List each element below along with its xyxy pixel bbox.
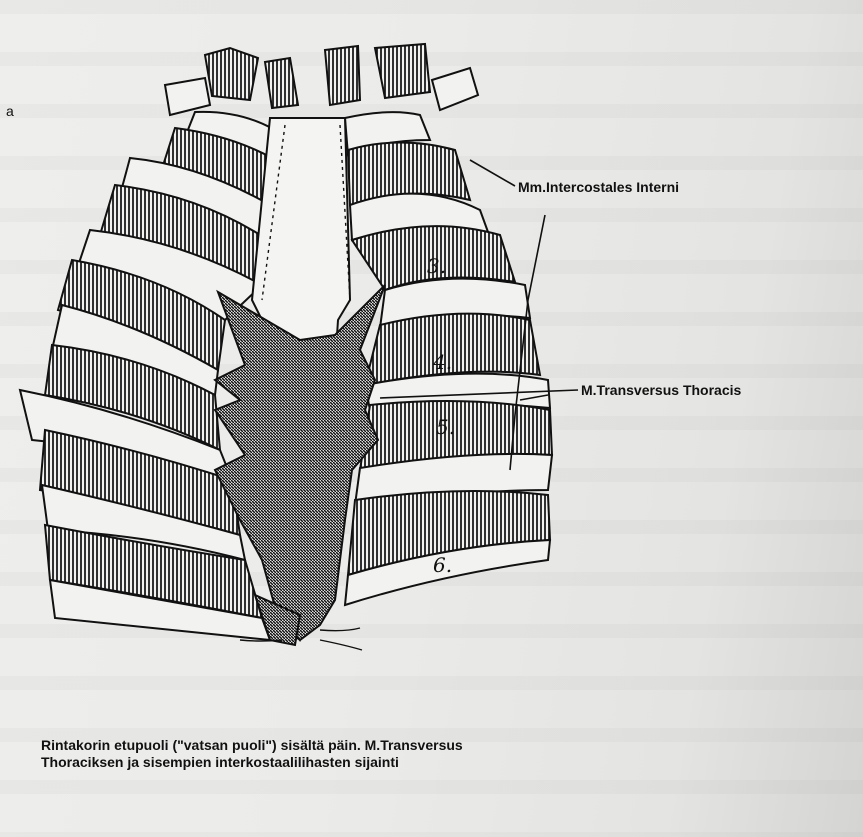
caption-line-2: Thoraciksen ja sisempien interkostaalili… [41, 754, 801, 771]
caption-line-1: Rintakorin etupuoli ("vatsan puoli") sis… [41, 737, 801, 754]
rib-number-3: 3. [427, 254, 446, 278]
edge-letter: a [6, 103, 14, 119]
rib-number-4: 4. [433, 350, 452, 374]
vertebra-stubs [165, 44, 478, 115]
rib-number-6: 6. [433, 553, 452, 577]
figure-caption: Rintakorin etupuoli ("vatsan puoli") sis… [41, 737, 801, 771]
rib-number-5: 5. [436, 415, 455, 439]
label-transversus-thoracis: M.Transversus Thoracis [581, 382, 741, 398]
label-intercostales-interni: Mm.Intercostales Interni [518, 179, 679, 195]
